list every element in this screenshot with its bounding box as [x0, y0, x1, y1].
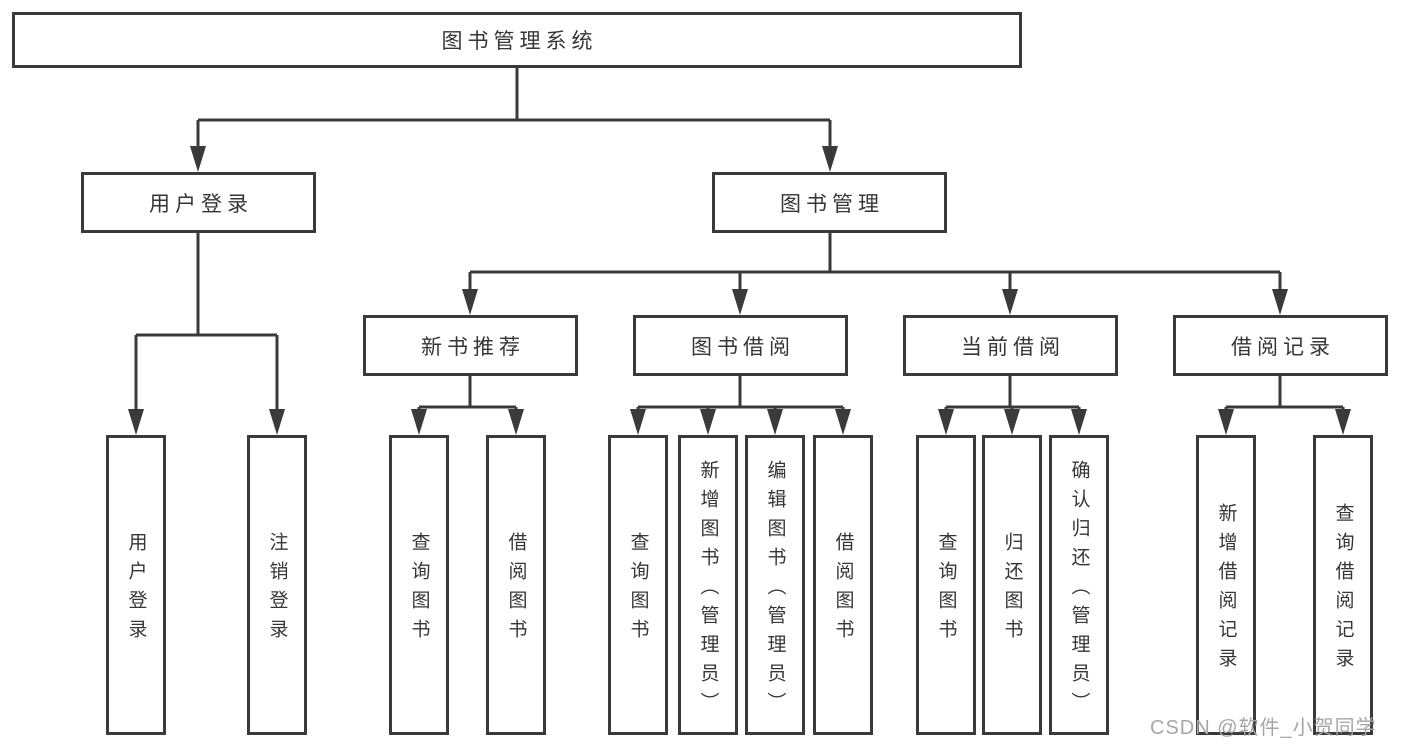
leaf-borrow-books-rec-label: 借阅图书 [505, 532, 527, 648]
connector-bookmgmt-to-level3 [462, 233, 1288, 315]
leaf-confirm-return-admin: 确认归还（管理员） [1049, 435, 1109, 735]
leaf-edit-books-admin-label: 编辑图书（管理员） [764, 459, 786, 721]
leaf-edit-books-admin: 编辑图书（管理员） [745, 435, 805, 735]
leaf-query-books-rec: 查询图书 [389, 435, 449, 735]
leaf-add-books-admin: 新增图书（管理员） [678, 435, 738, 735]
connector-records-to-leaves [1218, 376, 1351, 435]
leaf-user-login-label: 用户登录 [125, 532, 147, 648]
leaf-query-borrow-record-label: 查询借阅记录 [1332, 503, 1354, 677]
leaf-borrow-books-label: 借阅图书 [832, 532, 854, 648]
node-book-borrowing: 图书借阅 [633, 315, 848, 376]
leaf-query-books-current-label: 查询图书 [935, 532, 957, 648]
leaf-borrow-books: 借阅图书 [813, 435, 873, 735]
connector-root-to-level2 [190, 68, 838, 172]
leaf-return-books: 归还图书 [982, 435, 1042, 735]
node-book-management: 图书管理 [712, 172, 947, 233]
leaf-add-borrow-record-label: 新增借阅记录 [1215, 503, 1237, 677]
connector-current-to-leaves [938, 376, 1087, 435]
node-borrowing-records: 借阅记录 [1173, 315, 1388, 376]
csdn-watermark: CSDN @软件_小贺同学 [1150, 717, 1377, 739]
node-user-login: 用户登录 [81, 172, 316, 233]
node-current-borrowing-label: 当前借阅 [961, 335, 1065, 359]
leaf-add-borrow-record: 新增借阅记录 [1196, 435, 1256, 735]
node-new-book-recommendation-label: 新书推荐 [421, 335, 525, 359]
leaf-query-books-borrow-label: 查询图书 [627, 532, 649, 648]
leaf-query-books-rec-label: 查询图书 [408, 532, 430, 648]
node-user-login-label: 用户登录 [149, 192, 253, 216]
connector-userlogin-to-leaves [128, 233, 285, 435]
node-book-management-label: 图书管理 [780, 192, 884, 216]
leaf-confirm-return-admin-label: 确认归还（管理员） [1068, 459, 1090, 721]
connector-newrec-to-leaves [411, 376, 524, 435]
leaf-query-books-current: 查询图书 [916, 435, 976, 735]
leaf-borrow-books-rec: 借阅图书 [486, 435, 546, 735]
node-library-system-label: 图书管理系统 [441, 30, 598, 53]
leaf-query-borrow-record: 查询借阅记录 [1313, 435, 1373, 735]
connector-borrow-to-leaves [630, 376, 851, 435]
leaf-user-login: 用户登录 [106, 435, 166, 735]
node-library-system: 图书管理系统 [12, 12, 1022, 68]
leaf-return-books-label: 归还图书 [1001, 532, 1023, 648]
node-current-borrowing: 当前借阅 [903, 315, 1118, 376]
node-book-borrowing-label: 图书借阅 [691, 335, 795, 359]
leaf-query-books-borrow: 查询图书 [608, 435, 668, 735]
leaf-add-books-admin-label: 新增图书（管理员） [697, 459, 719, 721]
leaf-logout-label: 注销登录 [266, 532, 288, 648]
node-borrowing-records-label: 借阅记录 [1231, 335, 1335, 359]
node-new-book-recommendation: 新书推荐 [363, 315, 578, 376]
leaf-logout: 注销登录 [247, 435, 307, 735]
